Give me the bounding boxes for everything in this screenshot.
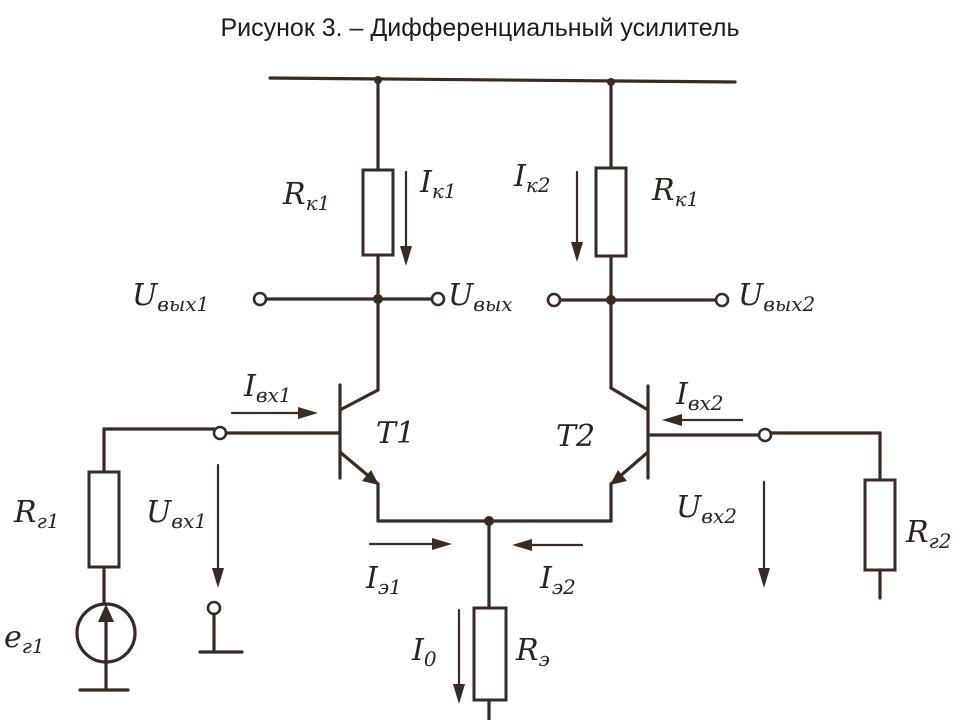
arrow-i0-head [453,684,465,704]
label-ivh2: Iвх2 [675,377,724,415]
source-eg1-arrow-head [98,604,114,622]
label-ik1: Iк1 [419,165,457,203]
arrow-ivh2-head [662,414,682,426]
terminal-uvyh-left [430,291,446,307]
junction-right-output [606,295,616,305]
label-ivh1: Iвх1 [243,369,292,407]
arrow-ie2-head [512,539,532,551]
arrow-uvh1-head [212,568,224,588]
junction-rail-right [607,78,615,86]
resistor-rk1-left [361,168,395,257]
label-rg1: Rг1 [13,495,59,533]
terminal-uvyh2 [714,292,730,308]
terminal-base-t1 [212,425,228,441]
terminal-uvyh1 [252,291,268,307]
t2-emitter-arrow [610,470,627,485]
label-re: Rэ [515,633,550,671]
label-rg2: Rг2 [905,515,951,553]
resistor-rk1-right [594,166,628,258]
label-uvh1: Uвх1 [146,495,207,533]
label-uvh2: Uвх2 [676,490,737,528]
label-ie1: Iэ1 [365,561,402,599]
resistor-rg1 [87,470,121,569]
t1-collector-lead [338,388,380,412]
label-ie2: Iэ2 [539,561,576,599]
t1-emitter-arrow [362,470,379,485]
terminal-uvh1-ground [206,600,222,616]
arrow-ivh1-head [298,407,318,419]
arrow-ik1-head [400,246,412,266]
junction-rail-left [374,76,382,84]
label-rk1-right: Rк1 [651,173,699,211]
label-rk1-left: Rк1 [282,177,330,215]
label-uvyh: Uвых [448,278,513,316]
resistor-re [472,606,508,702]
label-uvyh2: Uвых2 [738,278,815,316]
label-t1: T1 [376,416,415,451]
supply-rail [268,76,737,84]
label-t2: T2 [556,419,595,454]
label-i0: I0 [411,633,437,671]
label-eg1: eг1 [4,620,45,658]
resistor-rg2 [863,478,897,572]
terminal-uvyh-right [546,292,562,308]
arrow-ie1-head [432,538,452,550]
figure-caption: Рисунок 3. – Дифференциальный усилитель [220,14,740,42]
arrow-uvh2-head [758,568,770,588]
arrow-ik2-head [571,242,583,262]
terminal-base-t2 [757,427,773,443]
t2-collector-lead [609,386,650,412]
junction-left-output [373,294,383,304]
label-ik2: Iк2 [513,159,551,197]
label-uvyh1: Uвых1 [132,278,209,316]
